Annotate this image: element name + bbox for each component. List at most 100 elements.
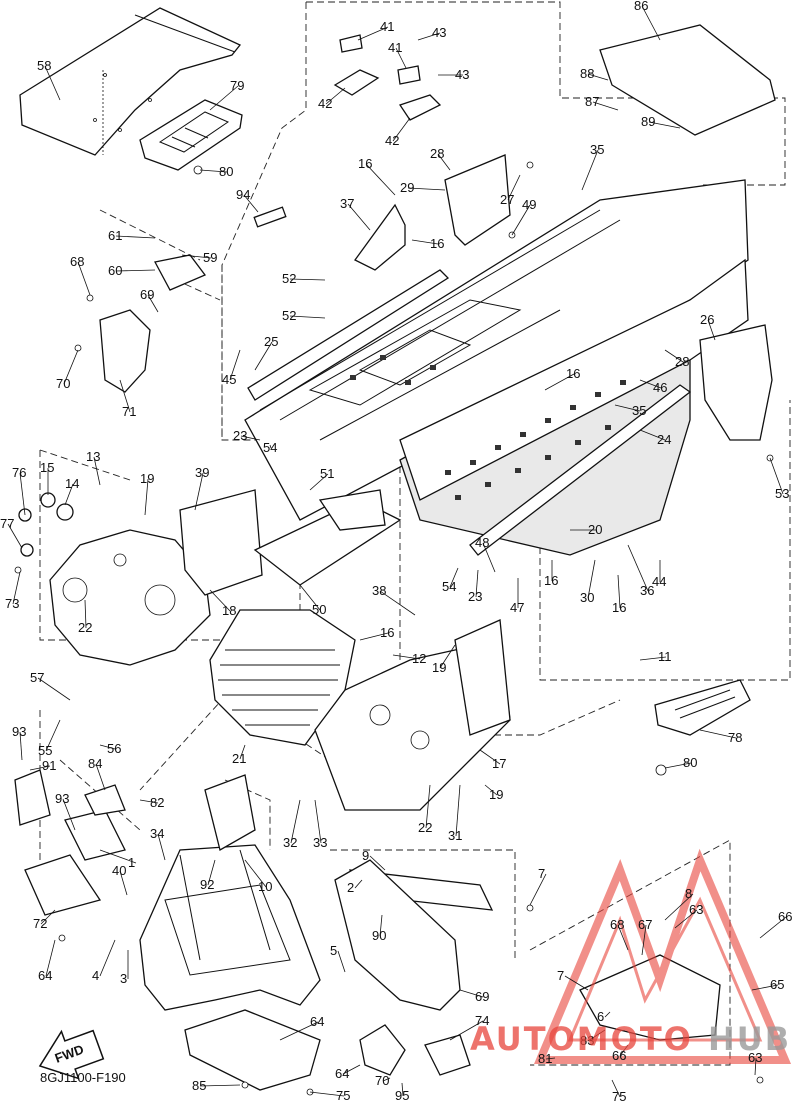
callout-70: 70 (56, 376, 70, 391)
callout-20: 20 (588, 522, 602, 537)
callout-32: 32 (283, 835, 297, 850)
callout-57: 57 (30, 670, 44, 685)
callout-8: 8 (685, 886, 692, 901)
leader-line (181, 254, 212, 259)
callout-7: 7 (557, 968, 564, 983)
leader-line (309, 1091, 345, 1097)
watermark-word1: AUTOMOTO (470, 1020, 693, 1058)
callout-82: 82 (150, 795, 164, 810)
leader-line (93, 456, 101, 486)
leader-line (95, 763, 106, 791)
callout-90: 90 (372, 928, 386, 943)
leader-line (99, 939, 116, 977)
callout-16: 16 (566, 366, 580, 381)
callout-13: 13 (86, 449, 100, 464)
callout-69: 69 (140, 287, 154, 302)
callout-43: 43 (432, 25, 446, 40)
leader-line (359, 632, 389, 641)
leader-line (119, 379, 131, 413)
callout-4: 4 (92, 968, 99, 983)
callout-5: 5 (330, 943, 337, 958)
leader-line (587, 73, 609, 81)
leader-line (674, 909, 698, 929)
leader-line (37, 677, 71, 701)
callout-35: 35 (632, 403, 646, 418)
callout-27: 27 (500, 192, 514, 207)
callout-44: 44 (652, 574, 666, 589)
part-12-side-frame (314, 619, 511, 811)
callout-16: 16 (380, 625, 394, 640)
diagram-code: 8GJ1100-F190 (40, 1070, 126, 1085)
leader-line (209, 85, 239, 111)
callout-55: 55 (38, 743, 52, 758)
callout-19: 19 (432, 660, 446, 675)
part-1-front-frame (139, 844, 321, 1011)
leader-line (19, 472, 26, 516)
callout-71: 71 (122, 404, 136, 419)
callout-85: 85 (192, 1078, 206, 1093)
callout-11: 11 (658, 649, 672, 664)
leader-line (337, 950, 346, 973)
part-42-plate (333, 69, 380, 96)
leader-line (707, 319, 716, 341)
leader-line (641, 924, 647, 956)
callout-49: 49 (522, 197, 536, 212)
callout-59: 59 (203, 250, 217, 265)
leader-line (611, 1079, 621, 1098)
leader-line (354, 879, 363, 889)
leader-line (592, 101, 619, 111)
part-51-bracket (318, 489, 386, 531)
part-83-bracket (424, 1034, 471, 1076)
callout-91: 91 (42, 758, 56, 773)
leader-line (475, 569, 479, 598)
leader-line (325, 87, 346, 105)
leader-line (617, 924, 629, 951)
leader-line (382, 1077, 391, 1082)
callout-89: 89 (641, 114, 655, 129)
callout-52: 52 (282, 308, 296, 323)
callout-24: 24 (657, 432, 671, 447)
callout-73: 73 (5, 596, 19, 611)
leader-line (19, 731, 23, 761)
part-74-skid (184, 1009, 321, 1091)
callout-31: 31 (448, 828, 462, 843)
leader-line (199, 1084, 241, 1087)
leader-line (254, 341, 273, 371)
leader-line (417, 32, 441, 41)
callout-12: 12 (412, 651, 426, 666)
callout-88: 88 (580, 66, 594, 81)
callout-84: 84 (88, 756, 102, 771)
leader-line (289, 278, 326, 281)
leader-line (365, 163, 396, 196)
callout-41: 41 (380, 19, 394, 34)
callout-34: 34 (150, 826, 164, 841)
callout-66: 66 (612, 1048, 626, 1063)
leader-line (449, 567, 459, 588)
callout-61: 61 (108, 228, 122, 243)
callout-17: 17 (492, 756, 506, 771)
leader-line (115, 235, 156, 239)
part-13-housing (49, 529, 211, 666)
leader-line (40, 909, 56, 925)
leader-line (99, 744, 116, 750)
leader-line (437, 153, 451, 171)
callout-22: 22 (78, 620, 92, 635)
callout-54: 54 (442, 579, 456, 594)
leader-line (395, 47, 407, 69)
callout-42: 42 (385, 133, 399, 148)
part-25-rail (247, 269, 450, 401)
callout-54: 54 (263, 440, 277, 455)
part-18-plate (179, 489, 263, 596)
callout-64: 64 (310, 1014, 324, 1029)
callout-16: 16 (430, 236, 444, 251)
callout-18: 18 (222, 603, 236, 618)
callout-67: 67 (638, 917, 652, 932)
callout-15: 15 (40, 460, 54, 475)
leader-line (357, 26, 389, 41)
part-79-tray (139, 99, 243, 171)
callout-39: 39 (195, 465, 209, 480)
callout-78: 78 (728, 730, 742, 745)
leader-line (115, 269, 156, 272)
part-26-bracket (699, 324, 773, 441)
